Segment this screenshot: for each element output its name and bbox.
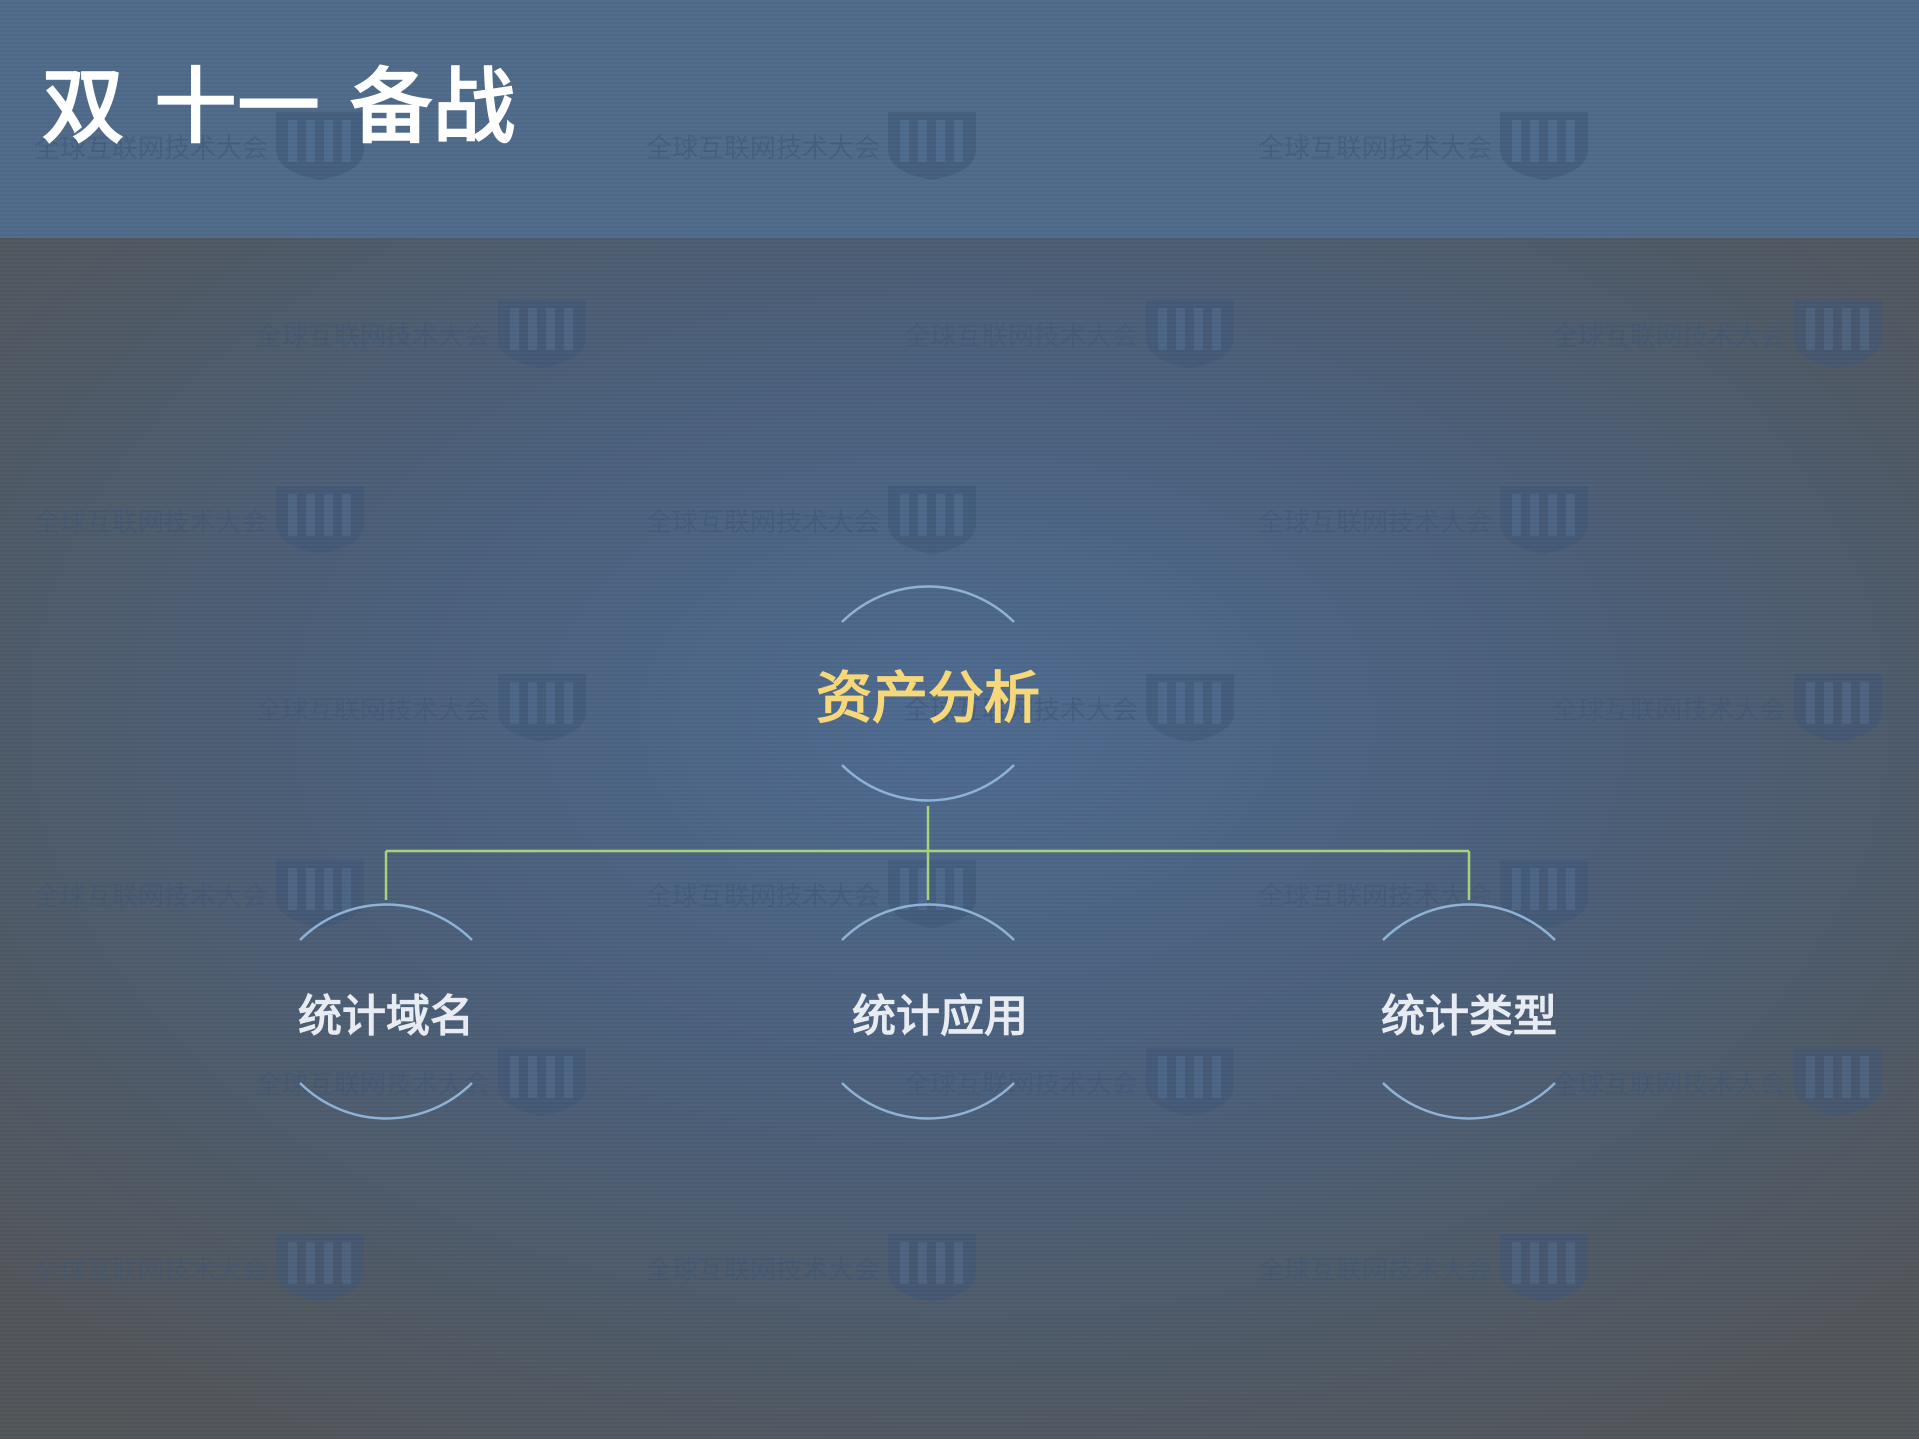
gitc-shield-logo-icon xyxy=(888,860,976,928)
watermark-text: 全球互联网技术大会 xyxy=(646,134,881,164)
watermark-text: 全球互联网技术大会 xyxy=(1258,134,1493,164)
watermark: 全球互联网技术大会 xyxy=(646,480,986,560)
watermark-text: 全球互联网技术大会 xyxy=(1552,696,1787,726)
watermark-text: 全球互联网技术大会 xyxy=(256,1070,491,1100)
watermark-text: 全球互联网技术大会 xyxy=(646,1256,881,1286)
gitc-shield-logo-icon xyxy=(1500,112,1588,180)
gitc-shield-logo-icon xyxy=(276,860,364,928)
watermark-text: 全球互联网技术大会 xyxy=(1258,508,1493,538)
root-arc-top xyxy=(841,585,1015,623)
connector-lines xyxy=(384,806,1471,900)
child-node-label-domains: 统计域名 xyxy=(298,991,474,1042)
watermark: 全球互联网技术大会 xyxy=(1258,480,1598,560)
page-title: 双 十一 备战 xyxy=(42,60,517,155)
watermark-text: 全球互联网技术大会 xyxy=(34,508,269,538)
watermark-text: 全球互联网技术大会 xyxy=(256,696,491,726)
watermark-text: 全球互联网技术大会 xyxy=(904,696,1139,726)
gitc-shield-logo-icon xyxy=(1146,1048,1234,1116)
gitc-shield-logo-icon xyxy=(888,1234,976,1302)
watermark-text: 全球互联网技术大会 xyxy=(904,1070,1139,1100)
root-node-arcs xyxy=(841,585,1015,802)
gitc-shield-logo-icon xyxy=(1794,300,1882,368)
child-node-label-apps: 统计应用 xyxy=(852,991,1028,1042)
gitc-shield-logo-icon xyxy=(498,300,586,368)
watermark: 全球互联网技术大会 xyxy=(904,1042,1244,1122)
gitc-shield-logo-icon xyxy=(888,112,976,180)
watermark-text: 全球互联网技术大会 xyxy=(646,508,881,538)
watermark: 全球互联网技术大会 xyxy=(1552,294,1892,374)
watermark-text: 全球互联网技术大会 xyxy=(1552,1070,1787,1100)
watermark: 全球互联网技术大会 xyxy=(1258,1228,1598,1308)
child-left-arc-bottom xyxy=(299,1082,473,1120)
gitc-shield-logo-icon xyxy=(1794,674,1882,742)
watermark-text: 全球互联网技术大会 xyxy=(904,322,1139,352)
gitc-shield-logo-icon xyxy=(888,486,976,554)
child-node-arcs-right xyxy=(1382,903,1556,1120)
watermark: 全球互联网技术大会 xyxy=(646,854,986,934)
gitc-shield-logo-icon xyxy=(276,112,364,180)
watermark: 全球互联网技术大会 xyxy=(1258,106,1598,186)
watermark-text: 全球互联网技术大会 xyxy=(256,322,491,352)
watermark: 全球互联网技术大会 xyxy=(646,106,986,186)
child-right-arc-top xyxy=(1382,903,1556,941)
gitc-shield-logo-icon xyxy=(1794,1048,1882,1116)
watermark-text: 全球互联网技术大会 xyxy=(34,1256,269,1286)
gitc-shield-logo-icon xyxy=(276,1234,364,1302)
gitc-shield-logo-icon xyxy=(1146,300,1234,368)
watermark: 全球互联网技术大会 xyxy=(256,1042,596,1122)
watermark: 全球互联网技术大会 xyxy=(904,294,1244,374)
child-node-arcs-left xyxy=(299,903,473,1120)
gitc-shield-logo-icon xyxy=(498,674,586,742)
child-left-arc-top xyxy=(299,903,473,941)
watermark: 全球互联网技术大会 xyxy=(904,668,1244,748)
gitc-shield-logo-icon xyxy=(1500,1234,1588,1302)
gitc-shield-logo-icon xyxy=(1146,674,1234,742)
watermark-text: 全球互联网技术大会 xyxy=(646,882,881,912)
watermark: 全球互联网技术大会 xyxy=(34,1228,374,1308)
watermark: 全球互联网技术大会 xyxy=(34,480,374,560)
watermark-text: 全球互联网技术大会 xyxy=(1258,1256,1493,1286)
watermark-text: 全球互联网技术大会 xyxy=(34,134,269,164)
gitc-shield-logo-icon xyxy=(1500,860,1588,928)
watermark: 全球互联网技术大会 xyxy=(1552,1042,1892,1122)
child-right-arc-bottom xyxy=(1382,1082,1556,1120)
child-center-arc-bottom xyxy=(841,1082,1015,1120)
watermark: 全球互联网技术大会 xyxy=(256,668,596,748)
gitc-shield-logo-icon xyxy=(498,1048,586,1116)
root-arc-bottom xyxy=(841,764,1015,802)
watermark: 全球互联网技术大会 xyxy=(34,106,374,186)
gitc-shield-logo-icon xyxy=(276,486,364,554)
watermark: 全球互联网技术大会 xyxy=(1258,854,1598,934)
root-node-label: 资产分析 xyxy=(816,666,1040,732)
watermark: 全球互联网技术大会 xyxy=(1552,668,1892,748)
gitc-shield-logo-icon xyxy=(1500,486,1588,554)
watermark-text: 全球互联网技术大会 xyxy=(1258,882,1493,912)
watermark-text: 全球互联网技术大会 xyxy=(34,882,269,912)
child-node-arcs-center xyxy=(841,903,1015,1120)
child-node-label-types: 统计类型 xyxy=(1381,991,1557,1042)
watermark: 全球互联网技术大会 xyxy=(34,854,374,934)
watermark: 全球互联网技术大会 xyxy=(256,294,596,374)
child-center-arc-top xyxy=(841,903,1015,941)
watermark-text: 全球互联网技术大会 xyxy=(1552,322,1787,352)
watermark: 全球互联网技术大会 xyxy=(646,1228,986,1308)
